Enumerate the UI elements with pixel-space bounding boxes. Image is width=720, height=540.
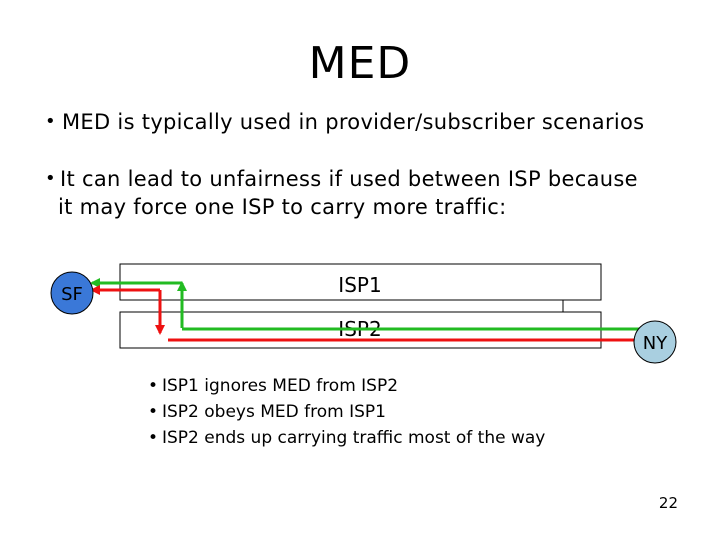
isp1-label: ISP1 xyxy=(338,273,381,297)
isp1-box xyxy=(119,263,602,301)
bullet-1-text: MED is typically used in provider/subscr… xyxy=(62,110,645,134)
bullet-2: • It can lead to unfairness if used betw… xyxy=(45,165,638,221)
sf-node xyxy=(50,271,94,315)
bullet-dot: • xyxy=(45,111,56,132)
bullet-2-line-1: It can lead to unfairness if used betwee… xyxy=(60,167,638,191)
note-item: •ISP2 ends up carrying traffic most of t… xyxy=(148,428,546,448)
bullet-1: • MED is typically used in provider/subs… xyxy=(45,108,645,136)
bullet-2-line-2: it may force one ISP to carry more traff… xyxy=(58,195,507,219)
slide-title: MED xyxy=(308,38,412,89)
ny-node xyxy=(633,320,677,364)
notes-list: •ISP1 ignores MED from ISP2 •ISP2 obeys … xyxy=(148,373,545,451)
ny-label: NY xyxy=(643,333,668,354)
note-item: •ISP2 obeys MED from ISP1 xyxy=(148,402,386,422)
page-number: 22 xyxy=(658,494,678,512)
note-item: •ISP1 ignores MED from ISP2 xyxy=(148,376,399,396)
sf-label: SF xyxy=(61,284,83,305)
bullet-dot: • xyxy=(45,168,56,189)
